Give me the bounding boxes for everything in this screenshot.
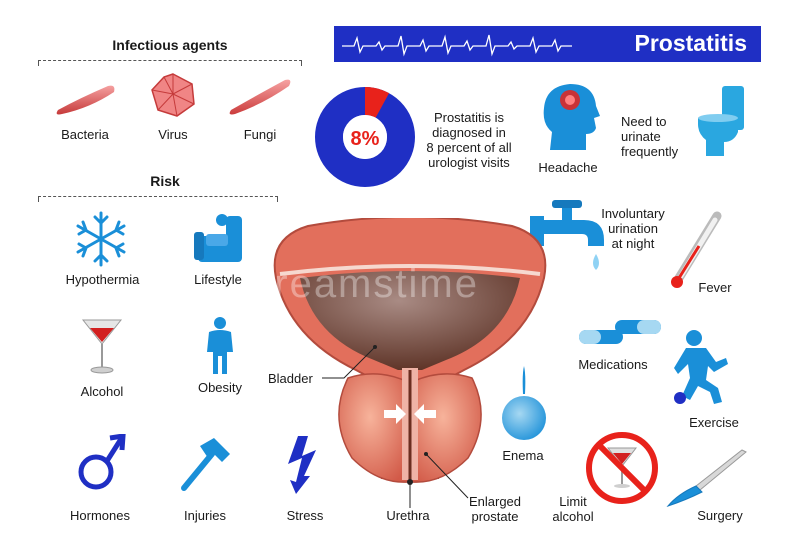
fever-label: Fever (698, 280, 732, 295)
martini-glass-icon (81, 319, 123, 374)
medications-label: Medications (578, 357, 648, 372)
urinate-text: Need to urinate frequently (621, 114, 678, 159)
thermometer-icon (671, 211, 722, 288)
enlarged-line-1: Enlarged (468, 494, 522, 509)
lifestyle-label: Lifestyle (194, 272, 242, 287)
watermark-text: dreamstime (250, 262, 479, 306)
armchair-person-icon (194, 214, 242, 262)
hammer-icon (181, 438, 230, 491)
exercise-label: Exercise (689, 415, 739, 430)
urethra-label: Urethra (386, 508, 430, 523)
headache-label: Headache (538, 160, 598, 175)
fungi-icon (229, 79, 291, 115)
title-banner: Prostatitis (334, 26, 761, 62)
obesity-label: Obesity (197, 380, 243, 395)
urinate-line-2: urinate (621, 129, 661, 144)
hormones-label: Hormones (70, 508, 130, 523)
enlarged-line-2: prostate (471, 509, 519, 524)
enema-bulb-icon (502, 366, 546, 440)
infectious-bracket (38, 60, 302, 66)
fungi-label: Fungi (243, 127, 277, 142)
limit-line-1: Limit (559, 494, 587, 509)
stat-text: Prostatitis is diagnosed in 8 percent of… (418, 110, 520, 170)
obese-person-icon (207, 317, 233, 374)
bladder-prostate-diagram (273, 218, 547, 485)
bacteria-label: Bacteria (61, 127, 109, 142)
toilet-icon (698, 86, 744, 156)
stress-label: Stress (286, 508, 324, 523)
ecg-line-icon (342, 34, 572, 57)
urinate-line-3: frequently (621, 144, 679, 159)
enema-label: Enema (502, 448, 544, 463)
stat-line-1: Prostatitis is (433, 110, 505, 125)
headache-head-icon (543, 84, 600, 150)
virus-icon (151, 73, 195, 117)
night-line-3: at night (611, 236, 655, 251)
night-urination-text: Involuntary urination at night (593, 206, 673, 251)
stat-line-2: diagnosed in (432, 125, 506, 140)
snowflake-icon (76, 211, 126, 267)
donut-percent-label: 8% (351, 128, 380, 150)
hypothermia-label: Hypothermia (65, 272, 140, 287)
stat-line-4: urologist visits (428, 155, 510, 170)
male-symbol-icon (78, 434, 126, 490)
risk-heading: Risk (150, 173, 180, 189)
surgery-label: Surgery (697, 508, 743, 523)
stat-line-3: 8 percent of all (426, 140, 512, 155)
limit-alcohol-text: Limit alcohol (540, 494, 606, 524)
infectious-agents-heading: Infectious agents (112, 37, 228, 53)
exercise-person-icon (674, 330, 728, 404)
virus-label: Virus (158, 127, 188, 142)
limit-line-2: alcohol (552, 509, 594, 524)
night-line-1: Involuntary (601, 206, 665, 221)
bacteria-icon (56, 85, 115, 115)
no-alcohol-icon (586, 432, 658, 504)
enlarged-prostate-text: Enlarged prostate (462, 494, 528, 524)
page-title: Prostatitis (634, 30, 747, 56)
donut-slice-highlight (315, 87, 415, 187)
risk-bracket (38, 196, 278, 202)
bladder-label: Bladder (268, 371, 313, 386)
injuries-label: Injuries (184, 508, 226, 523)
alcohol-label: Alcohol (80, 384, 124, 399)
urinate-line-1: Need to (621, 114, 667, 129)
scalpel-icon (666, 449, 747, 508)
pills-icon (579, 320, 661, 344)
night-line-2: urination (608, 221, 658, 236)
faucet-icon (530, 200, 604, 270)
percent-donut-chart: 8% (315, 87, 415, 187)
lightning-bolt-icon (288, 436, 316, 494)
